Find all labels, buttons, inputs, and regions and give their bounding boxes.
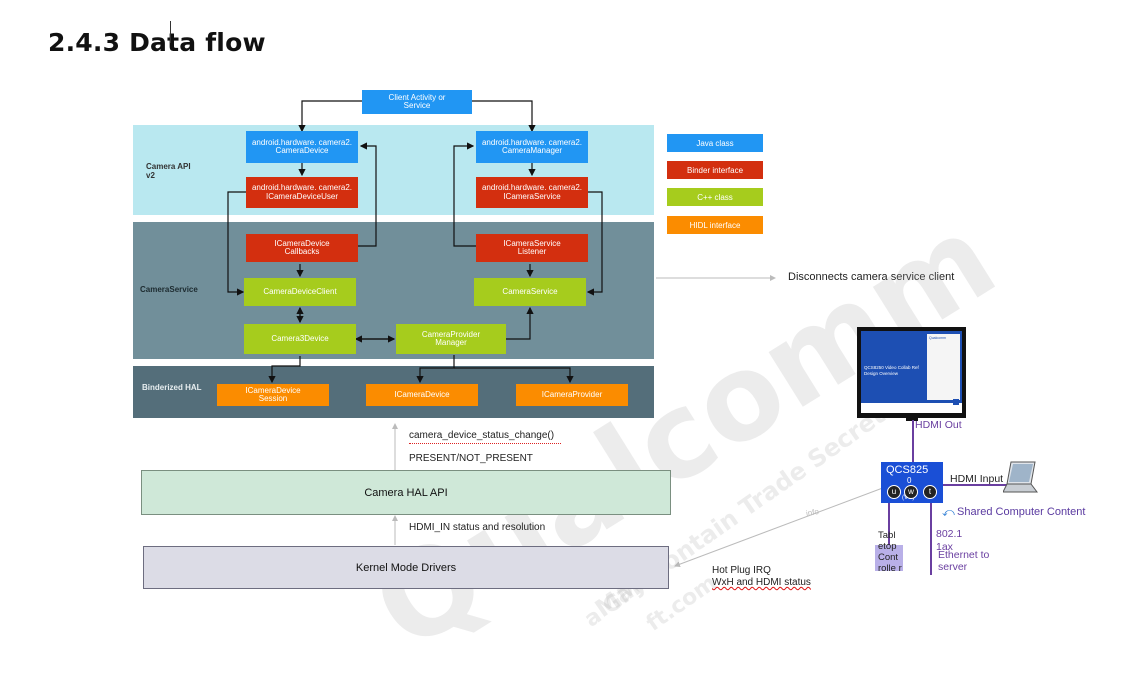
diagram-connectors — [227, 100, 889, 568]
camera-hal-api-box: Camera HAL API — [141, 470, 671, 515]
tabletop-line — [888, 503, 890, 545]
hdmi-out-line — [912, 420, 914, 462]
monitor-frame: Qualcomm QCS8250 Video Collab Ref Design… — [857, 327, 966, 421]
camera-manager-box: android.hardware. camera2. CameraManager — [476, 131, 588, 163]
client-activity-box: Client Activity or Service — [362, 90, 472, 114]
icamera-device-session-box: ICameraDevice Session — [217, 384, 329, 406]
tabletop-label: Tabl etop Cont rolle r — [878, 530, 902, 574]
monitor-screen: Qualcomm QCS8250 Video Collab Ref Design… — [861, 331, 962, 413]
legend-binder-interface: Binder interface — [667, 161, 763, 179]
icamera-provider-box: ICameraProvider — [516, 384, 628, 406]
monitor-slide-panel — [927, 334, 960, 400]
wxh-label: WxH and HDMI status — [712, 577, 811, 588]
legend-cpp-class: C++ class — [667, 188, 763, 206]
disconnects-label: Disconnects camera service client — [788, 271, 955, 283]
camera-provider-manager-box: CameraProvider Manager — [396, 324, 506, 354]
camera-device-box: android.hardware. camera2. CameraDevice — [246, 131, 358, 163]
icamera-service-listener-box: ICameraService Listener — [476, 234, 588, 262]
icamera-service-box: android.hardware. camera2. ICameraServic… — [476, 177, 588, 208]
band-label-hal: Binderized HAL — [142, 383, 202, 392]
ethernet-line — [930, 503, 932, 575]
hdmi-out-label: HDMI Out — [915, 419, 962, 431]
camera-service-box: CameraService — [474, 278, 586, 306]
present-label: PRESENT/NOT_PRESENT — [409, 453, 533, 464]
band-label-api: Camera API v2 — [146, 162, 191, 180]
shared-content-icon: ⤺ — [942, 505, 955, 519]
dot11ax-label: 802.1 1ax — [936, 528, 963, 553]
camera-device-client-box: CameraDeviceClient — [244, 278, 356, 306]
usb-port-icon: u — [887, 485, 901, 499]
section-heading: 2.4.3 Data flow — [48, 28, 266, 57]
qcs-label: QCS825 — [886, 464, 929, 476]
status-change-underline — [409, 443, 561, 444]
icamera-device-box: ICameraDevice — [366, 384, 478, 406]
legend-java-class: Java class — [667, 134, 763, 152]
wifi-port-icon: w — [904, 485, 918, 499]
monitor-slide-title: QCS8250 Video Collab Ref Design Overview — [864, 365, 919, 376]
qcs-device: QCS825 0 (VC) u w t — [881, 462, 943, 503]
hot-plug-label: Hot Plug IRQ — [712, 565, 771, 576]
status-change-label: camera_device_status_change() — [409, 430, 555, 441]
monitor-slide-icon — [953, 399, 959, 405]
band-label-service: CameraService — [140, 285, 198, 294]
laptop-icon — [1003, 461, 1038, 493]
camera3-device-box: Camera3Device — [244, 324, 356, 354]
tabletop-controller-box — [875, 545, 903, 571]
ethernet-label: Ethernet to server — [938, 549, 990, 573]
hdmi-in-status-label: HDMI_IN status and resolution — [409, 522, 546, 533]
kernel-mode-drivers-box: Kernel Mode Drivers — [143, 546, 669, 589]
icamera-device-callbacks-box: ICameraDevice Callbacks — [246, 234, 358, 262]
monitor-brand: Qualcomm — [929, 336, 946, 340]
text-cursor — [170, 21, 171, 43]
qcs-sub-label: 0 — [907, 476, 912, 485]
legend-hidl-interface: HIDL interface — [667, 216, 763, 234]
monitor-stand — [906, 418, 918, 421]
hdmi-input-label: HDMI Input — [950, 473, 1004, 485]
icamera-device-user-box: android.hardware. camera2. ICameraDevice… — [246, 177, 358, 208]
hdmi-input-line — [943, 484, 1007, 486]
shared-content-label: Shared Computer Content — [957, 506, 1086, 518]
lan-port-icon: t — [923, 485, 937, 499]
